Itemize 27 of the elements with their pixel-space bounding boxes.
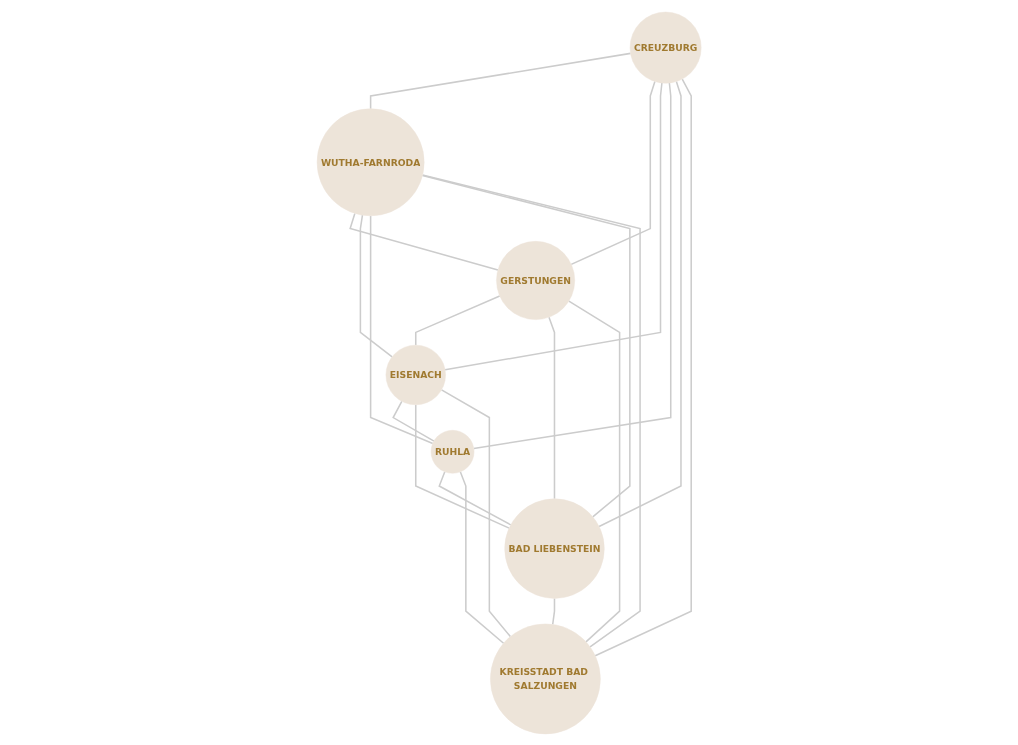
connector	[421, 173, 641, 648]
connector	[369, 52, 632, 109]
node-circle: EISENACH	[385, 344, 446, 405]
node-circle: WUTHA-FARNRODA	[316, 108, 425, 216]
connector	[551, 597, 556, 625]
connector	[438, 470, 512, 526]
node-circle: BAD LIEBENSTEIN	[504, 498, 605, 599]
connector	[568, 299, 621, 643]
node-circle: CREUZBURG	[629, 11, 702, 83]
connector	[598, 80, 682, 527]
connector	[359, 213, 393, 358]
connector	[570, 80, 656, 265]
connector	[594, 77, 692, 657]
connector	[349, 212, 499, 271]
connector	[459, 470, 505, 644]
connector	[414, 403, 510, 529]
connector	[414, 294, 501, 346]
connector	[472, 81, 672, 449]
connector	[369, 214, 434, 444]
connector	[392, 400, 435, 442]
node-circle: KREISSTADT BAD SALZUNGEN	[490, 623, 601, 734]
connector	[440, 388, 511, 637]
node-circle: RUHLA	[430, 429, 475, 473]
node-circle: GERSTUNGEN	[496, 240, 575, 320]
connector	[421, 174, 631, 518]
connector	[444, 81, 663, 371]
connector	[548, 315, 556, 500]
